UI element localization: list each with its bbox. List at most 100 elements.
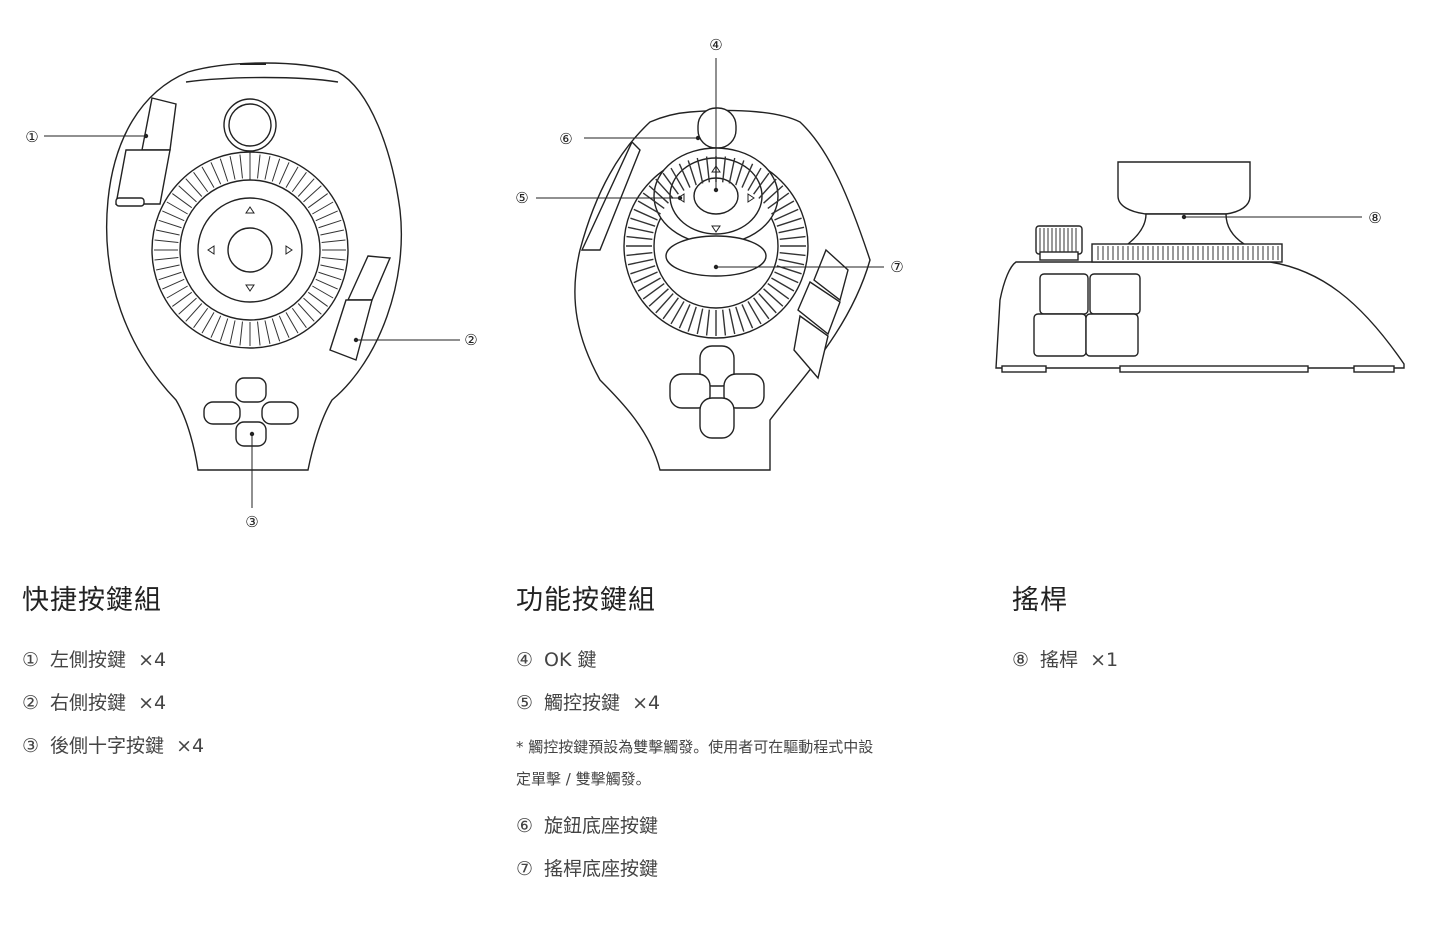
ridge-line bbox=[753, 297, 770, 320]
ridge-line bbox=[229, 320, 236, 345]
ridge-line bbox=[630, 217, 656, 227]
ridge-line bbox=[696, 308, 704, 335]
ridge-line bbox=[210, 315, 222, 338]
ridge-line bbox=[229, 155, 236, 180]
ridge-line bbox=[763, 288, 784, 307]
ridge-line bbox=[278, 162, 290, 185]
ridge-line bbox=[178, 185, 197, 203]
ridge-line bbox=[633, 271, 658, 284]
ridge-line bbox=[172, 291, 193, 307]
ridge-line bbox=[779, 251, 806, 257]
ridge-line bbox=[307, 193, 328, 209]
ridge-line bbox=[774, 271, 799, 284]
ridge-line bbox=[291, 307, 307, 328]
ridge-line bbox=[320, 264, 345, 271]
ridge-line bbox=[728, 308, 736, 335]
ridge-line bbox=[154, 239, 179, 243]
ridge-line bbox=[155, 229, 180, 236]
ridge-line bbox=[696, 157, 704, 184]
ridge-line bbox=[776, 217, 802, 227]
ridge-line bbox=[627, 226, 654, 234]
ridge-line bbox=[626, 235, 653, 241]
ridge-line bbox=[758, 178, 777, 199]
ridge-line bbox=[320, 229, 345, 236]
ridge-line bbox=[178, 297, 197, 315]
ridge-line bbox=[210, 162, 222, 185]
ridge-line bbox=[219, 318, 229, 342]
ridge-line bbox=[705, 309, 711, 336]
callout-7: ⑦ bbox=[890, 258, 903, 276]
side-ridges bbox=[1097, 246, 1279, 260]
ridge-line bbox=[321, 257, 346, 261]
ridge-line bbox=[670, 301, 685, 325]
ridge-line bbox=[637, 200, 661, 215]
ridge-line bbox=[763, 185, 784, 204]
group-title: 快捷按鍵組 bbox=[22, 585, 162, 616]
ridge-line bbox=[166, 285, 188, 299]
callout-3: ③ bbox=[245, 513, 258, 531]
ridge-line bbox=[239, 154, 243, 179]
ridge-line bbox=[154, 257, 179, 261]
ridge-line bbox=[271, 158, 281, 182]
ridge-line bbox=[158, 219, 182, 229]
callout-2: ② bbox=[464, 331, 477, 349]
callout-5: ⑤ bbox=[515, 189, 528, 207]
callout-8: ⑧ bbox=[1368, 209, 1381, 227]
ridge-line bbox=[648, 185, 669, 204]
ridge-line bbox=[633, 208, 658, 221]
group-title: 搖桿 bbox=[1012, 585, 1068, 616]
ridge-line bbox=[642, 192, 665, 209]
ridge-line bbox=[201, 312, 215, 334]
ridge-line bbox=[162, 210, 185, 222]
ridge-line bbox=[767, 283, 790, 300]
ridge-line bbox=[315, 278, 338, 290]
ridge-line bbox=[185, 178, 203, 197]
ridge-line bbox=[291, 172, 307, 193]
ridge-line bbox=[257, 321, 261, 346]
ridge-line bbox=[257, 154, 261, 179]
ridge-line bbox=[678, 163, 691, 188]
ridge-line bbox=[630, 265, 656, 275]
ridge-line bbox=[271, 318, 281, 342]
knob-ridges bbox=[1039, 228, 1077, 252]
ridge-lines-1 bbox=[154, 154, 346, 346]
ridge-line bbox=[747, 167, 762, 191]
ridge-line bbox=[648, 288, 669, 307]
ridge-line bbox=[758, 293, 777, 314]
ridge-line bbox=[741, 163, 754, 188]
ridge-line bbox=[626, 251, 653, 257]
ridge-line bbox=[771, 277, 795, 292]
ridge-line bbox=[728, 157, 736, 184]
ridge-line bbox=[705, 156, 711, 183]
ridge-line bbox=[219, 158, 229, 182]
ridge-line bbox=[778, 226, 805, 234]
callout-labels: ① ② ③ ④ ⑤ ⑥ ⑦ ⑧ bbox=[25, 36, 1381, 531]
ridge-line bbox=[155, 264, 180, 271]
ridge-line bbox=[158, 271, 182, 281]
ridge-line bbox=[303, 297, 322, 315]
ridge-line bbox=[771, 200, 795, 215]
ridge-line bbox=[312, 201, 334, 215]
ridge-line bbox=[264, 320, 271, 345]
ridge-line bbox=[285, 166, 299, 188]
ridge-line bbox=[687, 160, 697, 186]
ridge-line bbox=[741, 304, 754, 329]
ridge-line bbox=[321, 239, 346, 243]
ridge-line bbox=[162, 278, 185, 290]
ridge-line bbox=[172, 193, 193, 209]
callout-6: ⑥ bbox=[559, 130, 572, 148]
ridge-line bbox=[662, 172, 679, 195]
ridge-line bbox=[166, 201, 188, 215]
ridge-line bbox=[678, 304, 691, 329]
ridge-line bbox=[201, 166, 215, 188]
ridge-line bbox=[662, 297, 679, 320]
